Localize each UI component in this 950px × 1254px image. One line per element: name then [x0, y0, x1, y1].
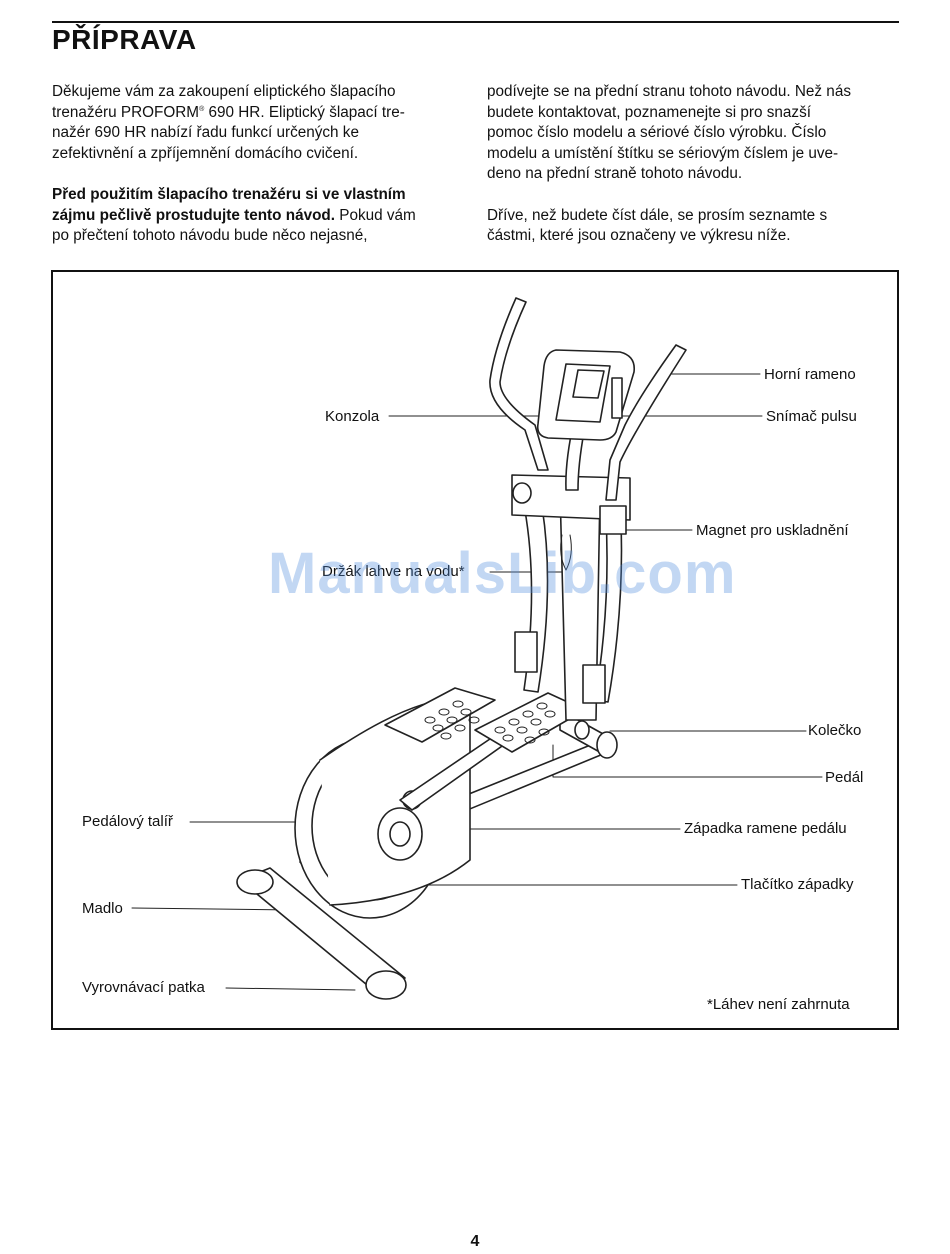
- intro-line: podívejte se na přední stranu tohoto náv…: [487, 83, 851, 100]
- label-storage-magnet: Magnet pro uskladnění: [696, 522, 849, 539]
- label-pedal-disc: Pedálový talíř: [82, 813, 173, 830]
- intro-line: částmi, které jsou označeny ve výkresu n…: [487, 227, 791, 245]
- intro-line: pomoc číslo modelu a sériové číslo výrob…: [487, 124, 827, 142]
- label-pedal: Pedál: [825, 769, 864, 786]
- label-bottle-holder: Držák lahve na vodu*: [322, 563, 465, 580]
- label-upper-arm: Horní rameno: [764, 366, 856, 383]
- label-leveling-foot: Vyrovnávací patka: [82, 979, 205, 996]
- intro-line: trenažéru PROFORM® 690 HR. Eliptický šla…: [52, 103, 456, 124]
- label-pedal-arm-latch: Západka ramene pedálu: [684, 820, 847, 837]
- intro-paragraph-3: podívejte se na přední stranu tohoto náv…: [487, 82, 891, 185]
- label-latch-button: Tlačítko západky: [741, 876, 854, 893]
- figure-footnote: *Láhev není zahrnuta: [707, 996, 850, 1013]
- parts-figure-frame: [51, 270, 899, 1030]
- intro-line: nažér 690 HR nabízí řadu funkcí určených…: [52, 124, 359, 142]
- intro-text: Pokud vám: [335, 206, 416, 224]
- registered-mark: ®: [199, 105, 205, 113]
- label-wheel: Kolečko: [808, 722, 862, 739]
- label-pulse-sensor: Snímač pulsu: [766, 408, 857, 425]
- intro-line: budete kontaktovat, poznamenejte si pro …: [487, 103, 811, 121]
- brand-text: trenažéru PROFORM: [52, 103, 200, 121]
- label-console: Konzola: [325, 408, 380, 425]
- intro-line: deno na přední straně tohoto návodu.: [487, 165, 743, 183]
- intro-line: Dříve, než budete číst dále, se prosím s…: [487, 206, 828, 224]
- page-title: PŘÍPRAVA: [52, 24, 197, 55]
- intro-paragraph-2: Před použitím šlapacího trenažéru si ve …: [52, 185, 456, 247]
- watermark: ManualsLib.com: [268, 541, 737, 606]
- intro-line: po přečtení tohoto návodu bude něco neja…: [52, 227, 368, 245]
- intro-line: zájmu pečlivě prostudujte tento návod. P…: [52, 206, 456, 227]
- intro-right-column: podívejte se na přední stranu tohoto náv…: [487, 82, 891, 267]
- label-handle: Madlo: [82, 900, 123, 917]
- intro-paragraph-1: Děkujeme vám za zakoupení eliptického šl…: [52, 82, 456, 164]
- page-number: 4: [470, 1233, 480, 1250]
- top-rule: [52, 21, 899, 23]
- intro-paragraph-4: Dříve, než budete číst dále, se prosím s…: [487, 206, 891, 247]
- intro-line: modelu a umístění štítku se sériovým čís…: [487, 144, 839, 162]
- warning-text: zájmu pečlivě prostudujte tento návod.: [52, 206, 336, 224]
- intro-line: Děkujeme vám za zakoupení eliptického šl…: [52, 83, 396, 100]
- warning-line: Před použitím šlapacího trenažéru si ve …: [52, 185, 406, 203]
- intro-line: zefektivnění a zpříjemnění domácího cvič…: [52, 144, 359, 162]
- intro-text: 690 HR. Eliptický šlapací tre-: [204, 103, 405, 121]
- intro-left-column: Děkujeme vám za zakoupení eliptického šl…: [52, 82, 456, 267]
